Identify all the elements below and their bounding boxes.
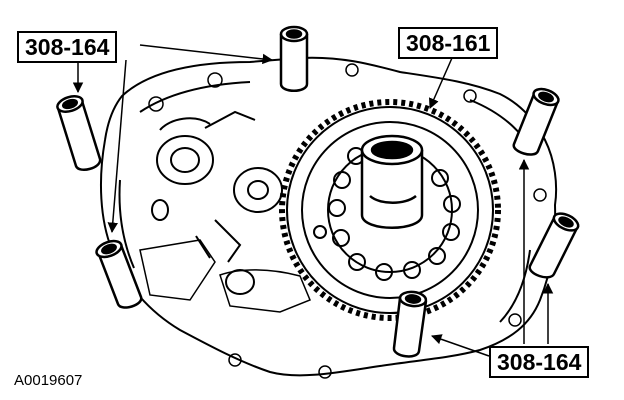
alignment-pin-upper-right bbox=[512, 87, 560, 156]
tool-label-top-right: 308-161 bbox=[398, 27, 499, 59]
left-components bbox=[151, 110, 283, 295]
ring-gear bbox=[279, 99, 501, 321]
alignment-pin-lower-left bbox=[95, 239, 143, 309]
output-hub bbox=[360, 134, 424, 229]
figure-id: A0019607 bbox=[14, 372, 83, 389]
alignment-pin-upper-left bbox=[56, 95, 102, 171]
alignment-pin-lower-right bbox=[528, 212, 580, 279]
alignment-pin-top bbox=[279, 25, 309, 92]
alignment-pin-bottom bbox=[392, 290, 428, 358]
leader-bottom-right-to-bottom-pin bbox=[431, 334, 490, 357]
leader-lines bbox=[72, 44, 554, 357]
leader-top-left-to-top-pin bbox=[139, 44, 274, 65]
leader-top-left-to-lower-left-pin bbox=[107, 59, 127, 234]
leader-top-right-to-ring-gear bbox=[429, 57, 453, 109]
case-bolt-holes bbox=[148, 63, 547, 379]
tool-label-top-left: 308-164 bbox=[17, 31, 118, 63]
tool-label-bottom-right: 308-164 bbox=[489, 346, 590, 378]
